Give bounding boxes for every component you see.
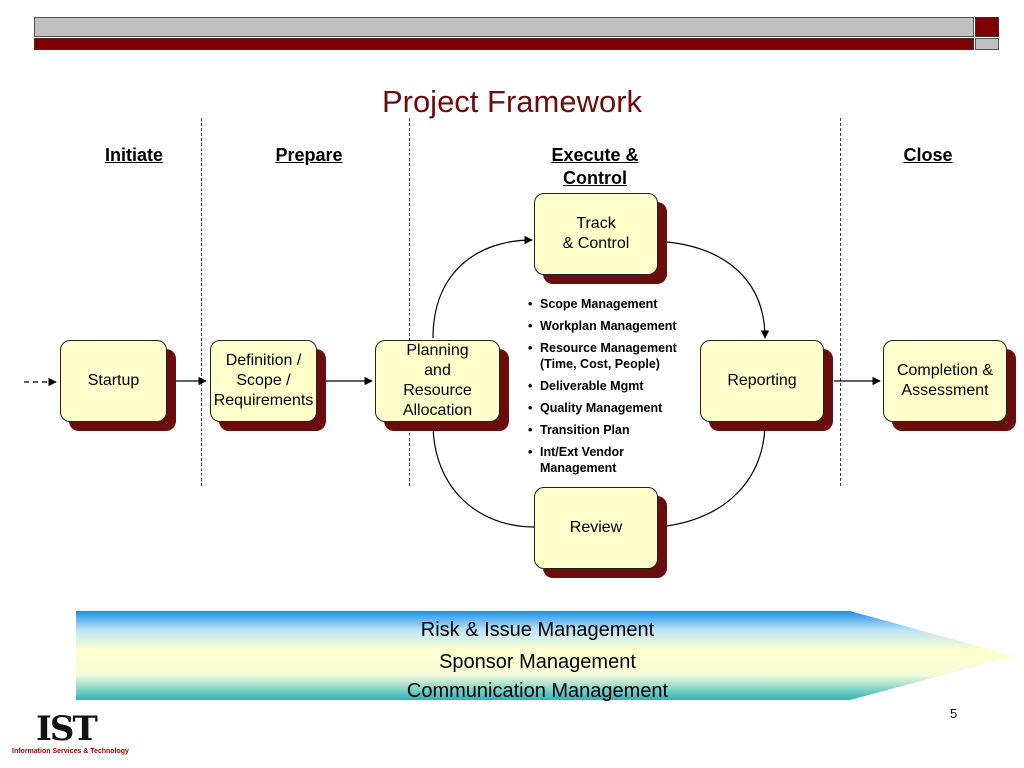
phase-initiate: Initiate	[104, 145, 163, 165]
ist-logo: IST	[36, 709, 98, 749]
header-corner-red	[975, 17, 999, 37]
divider-execute-close	[840, 118, 841, 486]
arc-review-planning	[428, 422, 535, 528]
planning-box-face: Planning and Resource Allocation	[375, 340, 500, 422]
track-control-box-face: Track & Control	[534, 193, 658, 275]
completion-label: Completion & Assessment	[896, 362, 994, 399]
planning-box: Planning and Resource Allocation	[375, 340, 509, 431]
review-label: Review	[569, 519, 623, 536]
page-title: Project Framework	[381, 84, 643, 119]
banner-shape	[76, 611, 1014, 700]
execute-activities-list: Scope Management Workplan Management Res…	[528, 296, 713, 482]
definition-box: Definition / Scope / Requirements	[210, 340, 326, 431]
header-bar-gray	[34, 17, 974, 37]
list-item: Deliverable Mgmt	[528, 378, 713, 394]
review-box: Review	[534, 487, 667, 578]
page-number: 5	[950, 706, 958, 721]
header-corner-gray	[975, 38, 999, 50]
review-box-face: Review	[534, 487, 658, 569]
divider-initiate-prepare	[201, 118, 202, 486]
definition-label: Definition / Scope / Requirements	[213, 352, 314, 409]
completion-box-face: Completion & Assessment	[883, 340, 1007, 422]
header-bar-red	[34, 38, 974, 50]
banner-sponsor: Sponsor Management	[439, 651, 636, 673]
startup-box: Startup	[60, 340, 176, 431]
reporting-box: Reporting	[700, 340, 833, 431]
startup-label: Startup	[87, 372, 140, 389]
list-item: Int/Ext Vendor Management	[528, 444, 713, 476]
banner-risk-issue: Risk & Issue Management	[420, 619, 655, 641]
phase-close: Close	[903, 145, 953, 165]
banner-communication: Communication Management	[406, 680, 669, 702]
phase-prepare: Prepare	[275, 145, 343, 165]
reporting-label: Reporting	[727, 372, 797, 389]
list-item: Quality Management	[528, 400, 713, 416]
completion-box: Completion & Assessment	[883, 340, 1016, 431]
phase-execute-control: Execute & Control	[520, 144, 670, 190]
list-item: Workplan Management	[528, 318, 713, 334]
track-control-box: Track & Control	[534, 193, 667, 284]
divider-prepare-execute	[409, 118, 410, 486]
phase-execute-line1: Execute &	[551, 145, 639, 165]
reporting-box-face: Reporting	[700, 340, 824, 422]
arc-planning-track	[432, 235, 533, 339]
phase-execute-line2: Control	[563, 168, 627, 188]
arc-reporting-review	[658, 421, 766, 531]
list-item: Scope Management	[528, 296, 713, 312]
list-item: Transition Plan	[528, 422, 713, 438]
planning-label: Planning and Resource Allocation	[402, 342, 473, 419]
definition-box-face: Definition / Scope / Requirements	[210, 340, 317, 422]
track-control-label: Track & Control	[562, 215, 630, 252]
startup-box-face: Startup	[60, 340, 167, 422]
list-item: Resource Management (Time, Cost, People)	[528, 340, 713, 372]
arc-track-reporting	[666, 241, 770, 339]
ist-logo-subtitle: Information Services & Technology	[12, 748, 129, 755]
